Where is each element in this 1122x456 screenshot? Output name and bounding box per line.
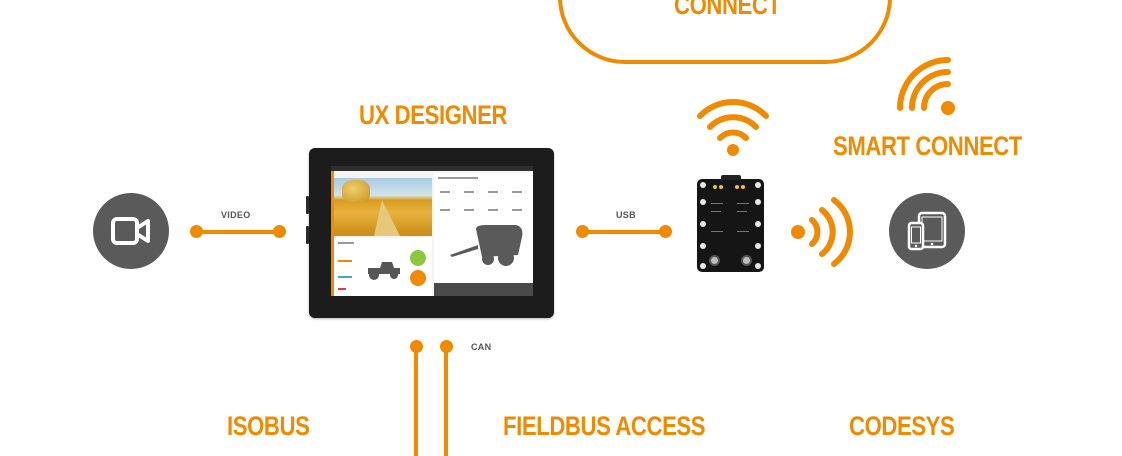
m12-connector: [741, 255, 752, 266]
warning-indicator: [338, 288, 346, 290]
video-camera-icon: [93, 193, 169, 269]
status-led: [741, 185, 745, 189]
mounting-hole: [755, 182, 761, 188]
mounting-hole: [700, 182, 706, 188]
module-print: [737, 203, 749, 204]
field-camera-image: [334, 178, 432, 236]
module-print: [711, 211, 721, 212]
can-connector-label: CAN: [471, 342, 492, 352]
value-cell: [512, 191, 522, 193]
screen-accent-bar: [331, 171, 334, 296]
tablet-phone-icon: [889, 193, 965, 269]
mounting-hole: [755, 199, 761, 205]
baler-icon: [450, 225, 523, 266]
usb-connector-line: [582, 230, 666, 234]
can-connector-line: [444, 346, 448, 456]
mounting-hole: [755, 221, 761, 227]
level-bar: [338, 260, 352, 262]
mounting-hole: [700, 243, 706, 249]
video-connector-end-dot: [273, 225, 286, 238]
value-cell: [440, 191, 450, 193]
display-side-button: [306, 196, 309, 214]
status-badge-green: [410, 250, 426, 266]
status-badge-orange: [410, 270, 426, 286]
fieldbus-access-label: FIELDBUS ACCESS: [503, 411, 706, 441]
field-path: [374, 200, 400, 236]
level-bar: [338, 276, 352, 278]
screen-status-bar: [331, 166, 533, 171]
usb-connector-end-dot: [659, 225, 672, 238]
wireless-signal-icon: [791, 197, 853, 267]
module-print: [737, 231, 749, 232]
baler-panel: [434, 173, 533, 283]
wifi-corner-icon: [897, 57, 955, 115]
usb-connector-start-dot: [576, 225, 589, 238]
value-cell: [464, 191, 474, 193]
m12-connector: [709, 255, 720, 266]
status-led: [713, 185, 717, 189]
usb-connector-label: USB: [616, 210, 636, 220]
video-connector-label: VIDEO: [221, 210, 251, 220]
panel-header-text: [438, 177, 478, 179]
tractor-icon: [368, 262, 400, 280]
panel-header-text: [338, 242, 354, 244]
value-cell: [440, 209, 450, 211]
video-connector-start-dot: [190, 225, 203, 238]
module-print: [711, 203, 723, 204]
module-print: [737, 211, 747, 212]
smart-connect-label: SMART CONNECT: [833, 131, 1023, 161]
module-print: [711, 231, 723, 232]
ux-designer-label: UX DESIGNER: [359, 100, 508, 130]
hay-bale: [342, 180, 370, 202]
status-led: [719, 185, 723, 189]
smart-connect-module: [697, 175, 764, 272]
screen-toolbar: [434, 283, 533, 296]
mounting-hole: [700, 221, 706, 227]
value-cell: [512, 209, 522, 211]
mounting-hole: [755, 263, 761, 269]
isobus-label: ISOBUS: [227, 411, 310, 441]
mounting-hole: [755, 243, 761, 249]
mounting-hole: [700, 199, 706, 205]
video-connector-line: [197, 230, 279, 234]
connect-label: CONNECT: [674, 0, 781, 20]
mounting-hole: [700, 263, 706, 269]
can-connector-line: [414, 346, 418, 456]
status-led: [735, 185, 739, 189]
module-connector-tab: [721, 175, 741, 180]
hmi-display-device: [306, 148, 554, 318]
display-screen: [331, 166, 533, 296]
value-cell: [488, 191, 498, 193]
tractor-panel: [334, 238, 432, 296]
wifi-icon: [697, 99, 769, 156]
codesys-label: CODESYS: [849, 411, 955, 441]
display-side-button: [306, 226, 309, 244]
value-cell: [464, 209, 474, 211]
value-cell: [488, 209, 498, 211]
